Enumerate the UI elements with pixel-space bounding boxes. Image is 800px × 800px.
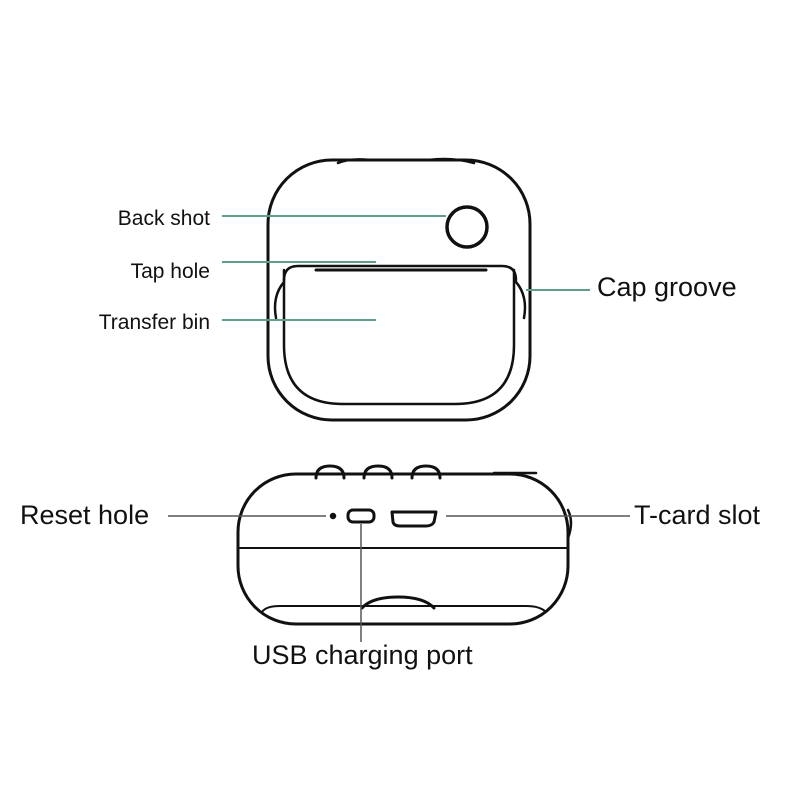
label-reset-hole: Reset hole bbox=[20, 500, 150, 530]
label-transfer-bin: Transfer bin bbox=[98, 311, 210, 334]
reset-hole-dot bbox=[329, 512, 337, 520]
top-button-2 bbox=[362, 464, 394, 480]
printer-body-outline bbox=[266, 158, 532, 422]
right-side-nub bbox=[566, 508, 573, 540]
printer-bottom-view bbox=[236, 464, 573, 626]
edge-body-outline bbox=[236, 472, 570, 626]
left-side-bulge bbox=[273, 280, 286, 320]
label-t-card-slot: T-card slot bbox=[634, 500, 761, 530]
top-button-1 bbox=[314, 464, 346, 480]
transfer-bin-lid bbox=[282, 264, 518, 282]
bottom-foot bbox=[360, 595, 436, 610]
top-view-leader-lines bbox=[222, 215, 590, 321]
label-usb-charging-port: USB charging port bbox=[252, 640, 473, 670]
cap-groove-bulge bbox=[514, 280, 527, 320]
top-button-3 bbox=[410, 464, 442, 480]
label-back-shot: Back shot bbox=[117, 207, 210, 230]
t-card-slot-shape bbox=[390, 510, 438, 528]
label-tap-hole: Tap hole bbox=[130, 260, 210, 283]
bottom-view-leader-lines bbox=[168, 515, 630, 642]
label-cap-groove: Cap groove bbox=[597, 272, 737, 302]
printer-inner-frame bbox=[282, 268, 516, 406]
printer-top-view bbox=[266, 157, 532, 422]
usb-charging-port-shape bbox=[346, 508, 376, 524]
back-shot-lens bbox=[445, 205, 489, 249]
edge-bottom-seam bbox=[261, 605, 547, 613]
